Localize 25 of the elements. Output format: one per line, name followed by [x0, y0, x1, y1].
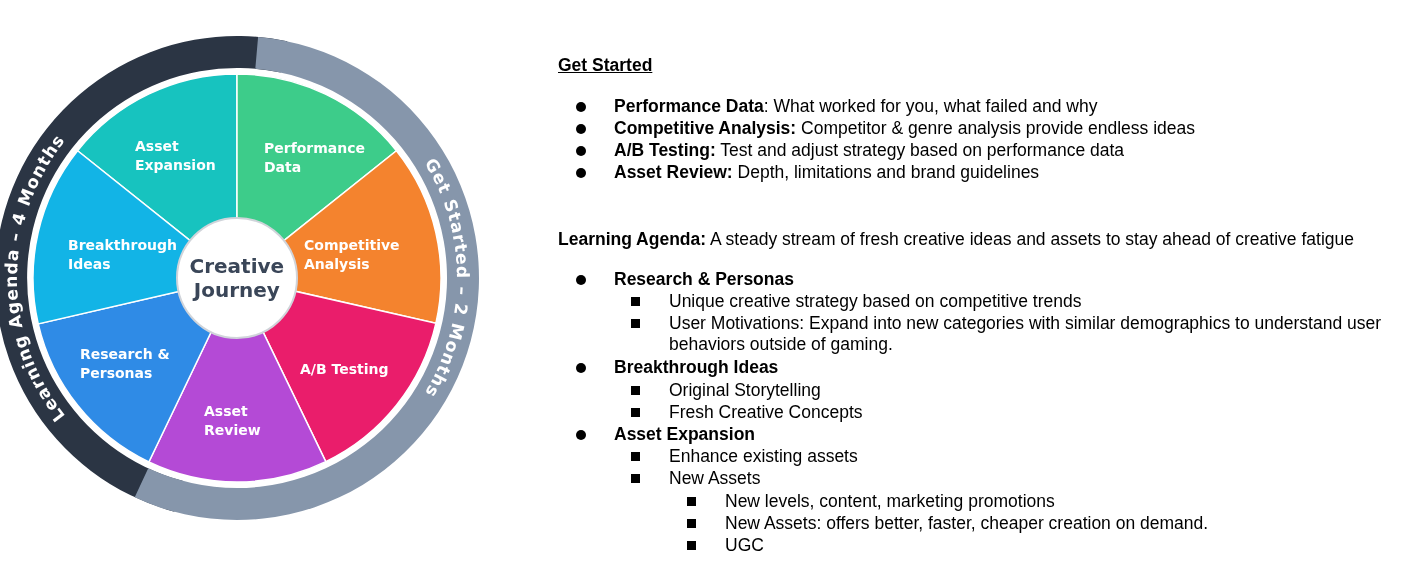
segment-label: Breakthrough Ideas [68, 236, 180, 274]
list-item-text: Unique creative strategy based on competitive trends [669, 291, 1082, 312]
list-item-text: Asset Review: Depth, limitations and brand guidelines [614, 162, 1040, 183]
list-item-text: A/B Testing: Test and adjust strategy based on performance data [614, 140, 1125, 161]
list-item-text: Competitive Analysis: Competitor & genre analysis provide endless ideas [614, 118, 1195, 139]
list-item-text: Learning Agenda: A steady stream of fresh creative ideas and assets to stay ahead of creative fatigue [558, 229, 1354, 250]
list-item-text: Original Storytelling [669, 380, 821, 401]
segment-label: A/B Testing [300, 360, 410, 379]
list-item-text: User Motivations: Expand into new categories with similar demographics to understand user behaviors outside of gaming. [669, 313, 1382, 355]
list-item-text: New levels, content, marketing promotions [725, 491, 1055, 512]
segment-label: Performance Data [264, 139, 384, 177]
list-item-text: UGC [725, 535, 764, 556]
section-heading: Get Started [558, 55, 653, 76]
list-item-text: Performance Data: What worked for you, what failed and why [614, 96, 1098, 117]
segment-label: Asset Review [204, 402, 264, 440]
list-item-text: Fresh Creative Concepts [669, 402, 863, 423]
segment-label: Asset Expansion [135, 137, 235, 175]
list-item-text: New Assets [669, 468, 761, 489]
list-heading: Asset Expansion [614, 424, 756, 445]
list-heading: Research & Personas [614, 269, 794, 290]
list-item-text: New Assets: offers better, faster, cheaper creation on demand. [725, 513, 1209, 534]
list-heading: Breakthrough Ideas [614, 357, 779, 378]
segment-label: Competitive Analysis [304, 236, 404, 274]
segment-label: Research & Personas [80, 345, 172, 383]
list-item-text: Enhance existing assets [669, 446, 858, 467]
